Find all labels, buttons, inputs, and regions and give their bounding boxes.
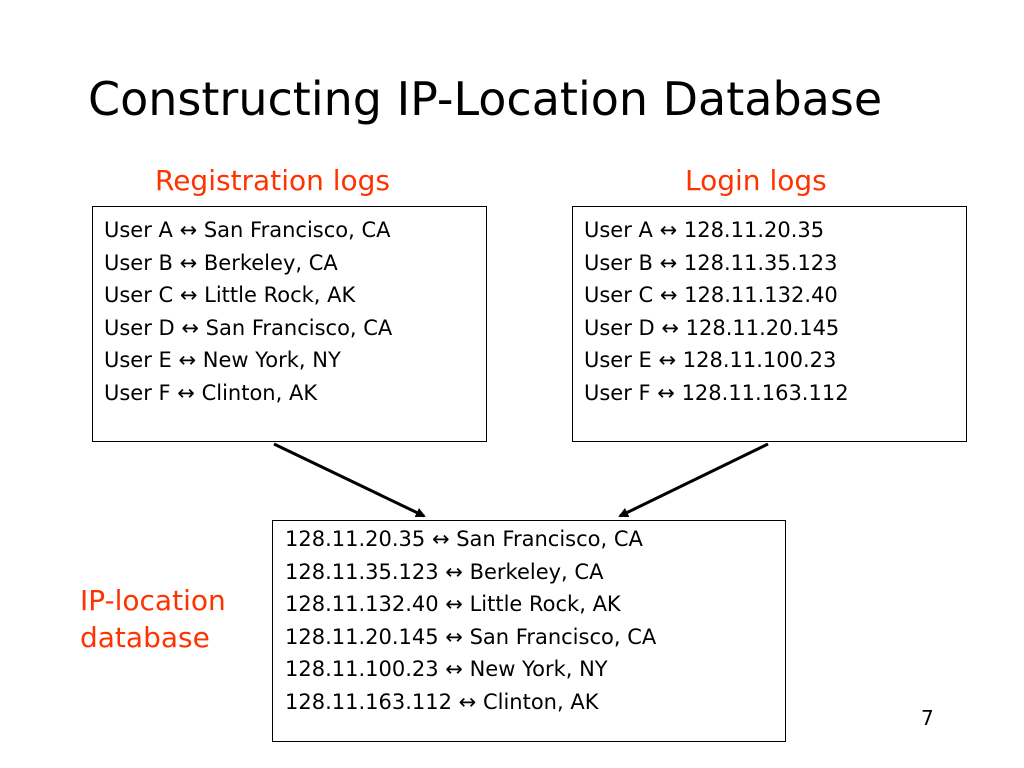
registration-logs-label: Registration logs	[155, 164, 391, 197]
database-entry: 128.11.20.35 ↔ San Francisco, CA	[285, 527, 643, 551]
ip-location-database-box: 128.11.20.35 ↔ San Francisco, CA 128.11.…	[272, 520, 786, 742]
db-label-line2: database	[80, 621, 210, 654]
login-logs-box: User A ↔ 128.11.20.35 User B ↔ 128.11.35…	[572, 206, 967, 442]
arrow-registration-to-db	[273, 442, 426, 518]
registration-entry: User B ↔ Berkeley, CA	[104, 250, 338, 275]
database-entry: 128.11.20.145 ↔ San Francisco, CA	[285, 624, 657, 649]
registration-entry: User C ↔ Little Rock, AK	[104, 283, 356, 307]
login-entry: User A ↔ 128.11.20.35	[584, 218, 825, 242]
login-entry: User B ↔ 128.11.35.123	[584, 250, 838, 275]
login-logs-label: Login logs	[685, 164, 827, 197]
page-number: 7	[921, 706, 934, 730]
login-entry: User C ↔ 128.11.132.40	[584, 283, 838, 307]
registration-entry: User E ↔ New York, NY	[104, 348, 341, 372]
database-entry: 128.11.132.40 ↔ Little Rock, AK	[285, 592, 621, 616]
database-entry: 128.11.163.112 ↔ Clinton, AK	[285, 689, 599, 714]
registration-logs-box: User A ↔ San Francisco, CA User B ↔ Berk…	[92, 206, 487, 442]
arrow-login-to-db	[618, 442, 769, 518]
ip-location-database-label: IP-location database	[80, 582, 226, 656]
database-entry: 128.11.100.23 ↔ New York, NY	[285, 657, 608, 681]
login-entry: User E ↔ 128.11.100.23	[584, 348, 837, 372]
registration-entry: User A ↔ San Francisco, CA	[104, 218, 391, 242]
slide-title: Constructing IP-Location Database	[88, 72, 883, 126]
login-entry: User F ↔ 128.11.163.112	[584, 380, 849, 405]
db-label-line1: IP-location	[80, 584, 226, 617]
registration-entry: User D ↔ San Francisco, CA	[104, 315, 393, 340]
login-entry: User D ↔ 128.11.20.145	[584, 315, 840, 340]
database-entry: 128.11.35.123 ↔ Berkeley, CA	[285, 559, 604, 584]
registration-entry: User F ↔ Clinton, AK	[104, 380, 318, 405]
